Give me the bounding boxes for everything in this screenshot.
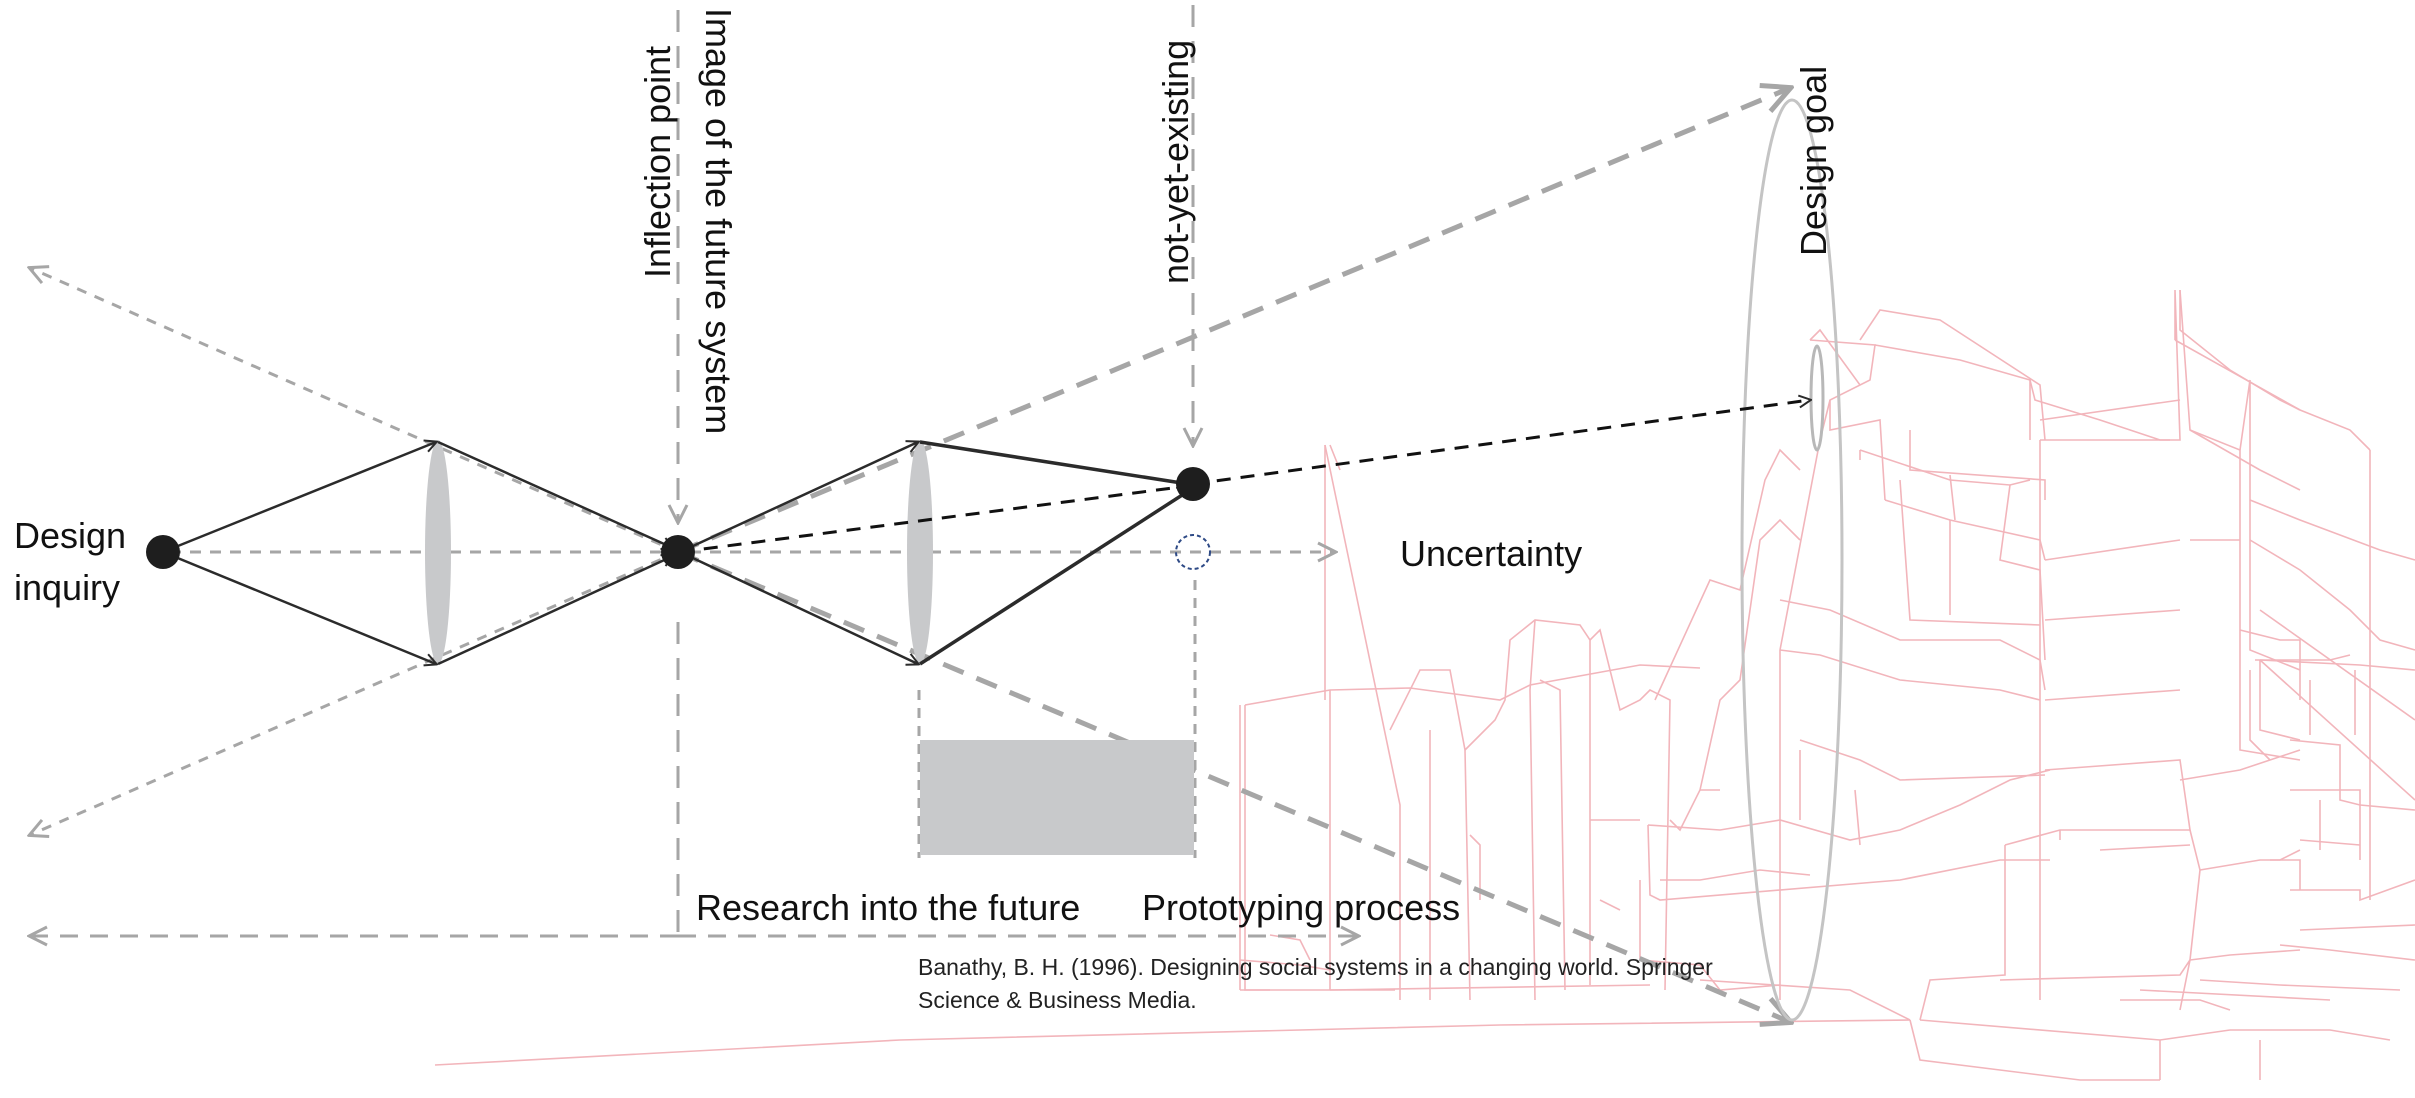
citation-line2: Science & Business Media. [918,987,1197,1013]
lens-left [425,440,451,664]
design-inquiry-node [146,535,180,569]
upper-left-diverging-line [30,268,679,554]
inflection-point-node [661,535,695,569]
citation-line1: Banathy, B. H. (1996). Designing social … [918,954,1713,980]
design-inquiry-label-line1: Design [14,515,126,556]
building-sketch [434,289,2415,1081]
inflection-point-label: Inflection point [637,46,678,278]
design-goal-label: Design goal [1793,66,1834,256]
lens-middle [907,440,933,664]
design-goal-outer-ellipse [1740,98,1844,1022]
prototyping-process-label: Prototyping process [1142,887,1460,928]
dashed-guides [30,5,1790,1022]
upper-right-cone-line [677,88,1790,555]
prototype-box [920,740,1194,855]
lower-left-diverging-line [30,550,679,835]
design-goal-inner-ellipse [1809,344,1825,452]
dashed-black-paths [679,400,1810,554]
research-into-future-label: Research into the future [696,887,1080,928]
solid-paths [162,442,1190,664]
uncertainty-label: Uncertainty [1400,533,1582,574]
not-yet-existing-label: not-yet-existing [1155,40,1196,284]
lower-right-cone-line [677,549,1790,1022]
design-inquiry-label-line2: inquiry [14,567,120,608]
not-yet-existing-node [1176,467,1210,501]
uncertainty-circle [1175,534,1211,570]
image-of-future-system-label: Image of the future system [698,8,739,434]
